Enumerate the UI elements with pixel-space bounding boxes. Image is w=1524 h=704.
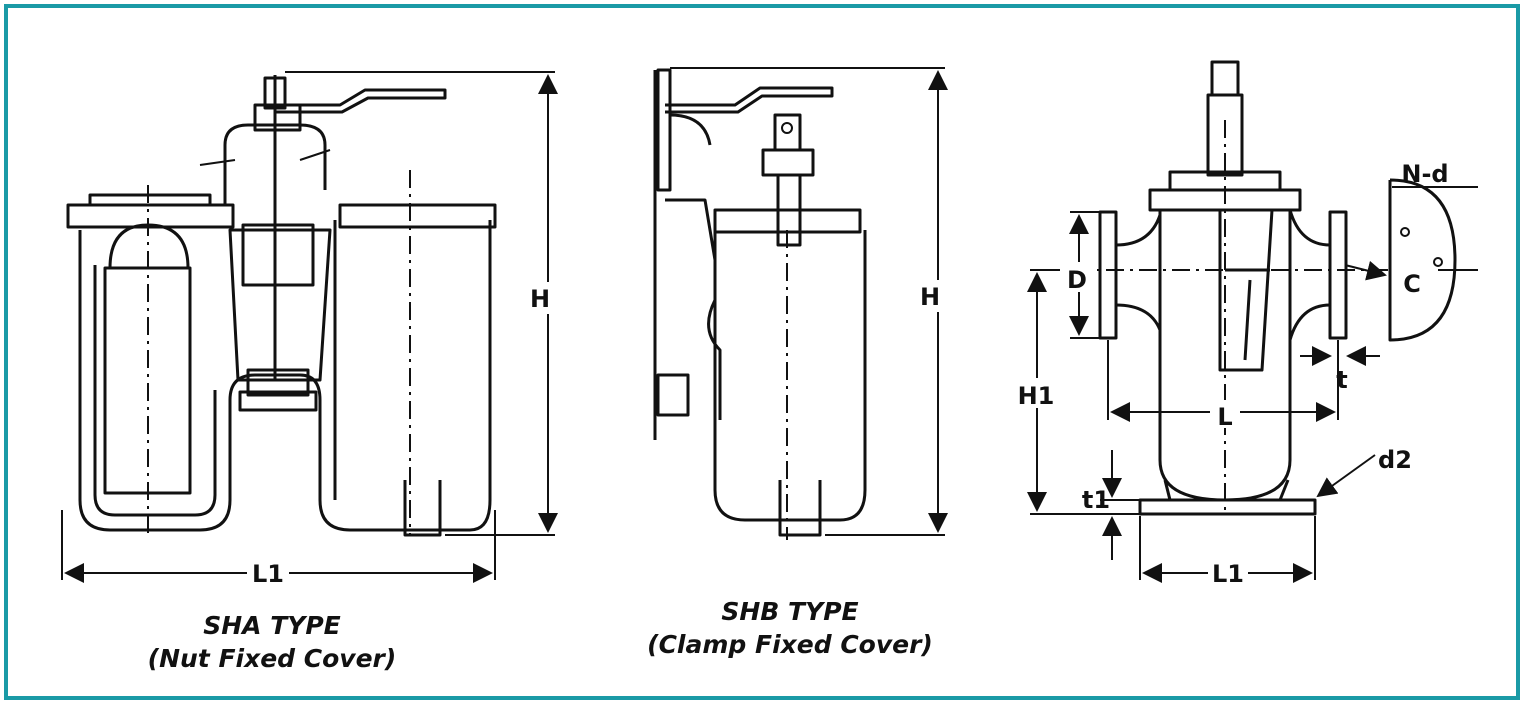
- sha-strainer-drawing: [61, 71, 558, 583]
- shb-dim-h: H: [920, 283, 940, 311]
- section-dim-d: D: [1067, 266, 1087, 294]
- section-dim-t1: t1: [1082, 486, 1110, 514]
- shb-strainer-drawing: [653, 67, 948, 540]
- shb-caption-subtitle: (Clamp Fixed Cover): [647, 630, 933, 659]
- sha-dim-h: H: [530, 285, 550, 313]
- section-dim-h1: H1: [1018, 382, 1055, 410]
- section-dim-t: t: [1336, 366, 1347, 394]
- section-dim-nd: N-d: [1401, 160, 1448, 188]
- section-dim-c: C: [1403, 270, 1421, 298]
- section-view-drawing: [1027, 60, 1478, 583]
- sha-caption-title: SHA TYPE: [203, 611, 341, 640]
- sha-dim-l1: L1: [252, 560, 284, 588]
- section-dim-l: L: [1217, 403, 1232, 431]
- sha-caption-subtitle: (Nut Fixed Cover): [148, 644, 397, 673]
- section-dim-d2: d2: [1378, 446, 1412, 474]
- shb-caption-title: SHB TYPE: [721, 597, 858, 626]
- section-dim-l1: L1: [1212, 560, 1244, 588]
